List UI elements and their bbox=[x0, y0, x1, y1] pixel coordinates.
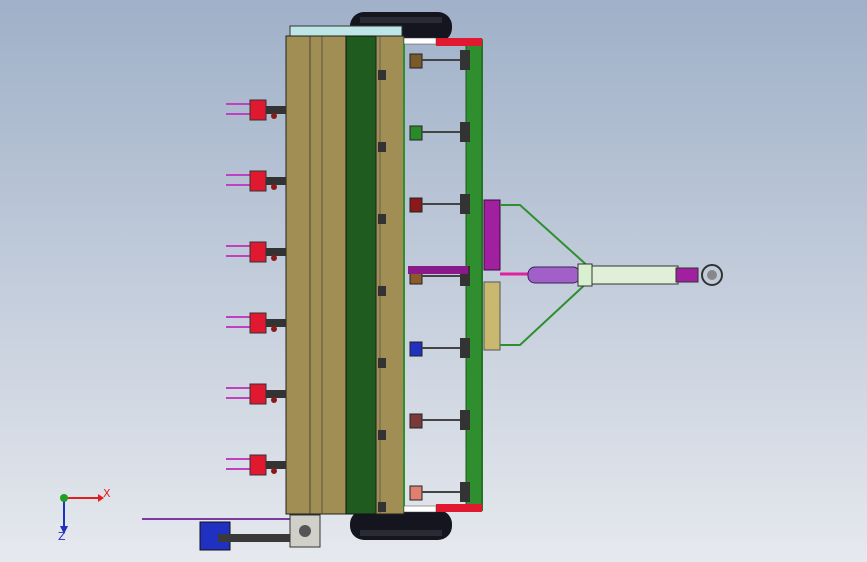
hopper-body bbox=[285, 25, 405, 515]
seed-opener bbox=[226, 170, 286, 192]
triad-z-label: Z bbox=[58, 530, 66, 543]
openers bbox=[226, 99, 286, 476]
seed-opener bbox=[226, 241, 286, 263]
wheel-bottom bbox=[350, 510, 452, 540]
triad-x-label: X bbox=[103, 487, 111, 500]
seed-opener bbox=[226, 99, 286, 121]
metering-unit bbox=[378, 338, 470, 368]
metering-unit bbox=[378, 482, 470, 512]
metering-unit bbox=[378, 50, 470, 80]
metering-units bbox=[378, 50, 470, 512]
metering-unit bbox=[378, 410, 470, 440]
seed-opener bbox=[226, 383, 286, 405]
hitch-assembly bbox=[408, 199, 723, 351]
seed-opener bbox=[226, 312, 286, 334]
metering-unit bbox=[378, 122, 470, 152]
drive-arm bbox=[142, 514, 321, 551]
seed-opener bbox=[226, 454, 286, 476]
coordinate-triad bbox=[60, 494, 104, 534]
metering-unit bbox=[378, 194, 470, 224]
triad-y-axis bbox=[60, 494, 68, 502]
